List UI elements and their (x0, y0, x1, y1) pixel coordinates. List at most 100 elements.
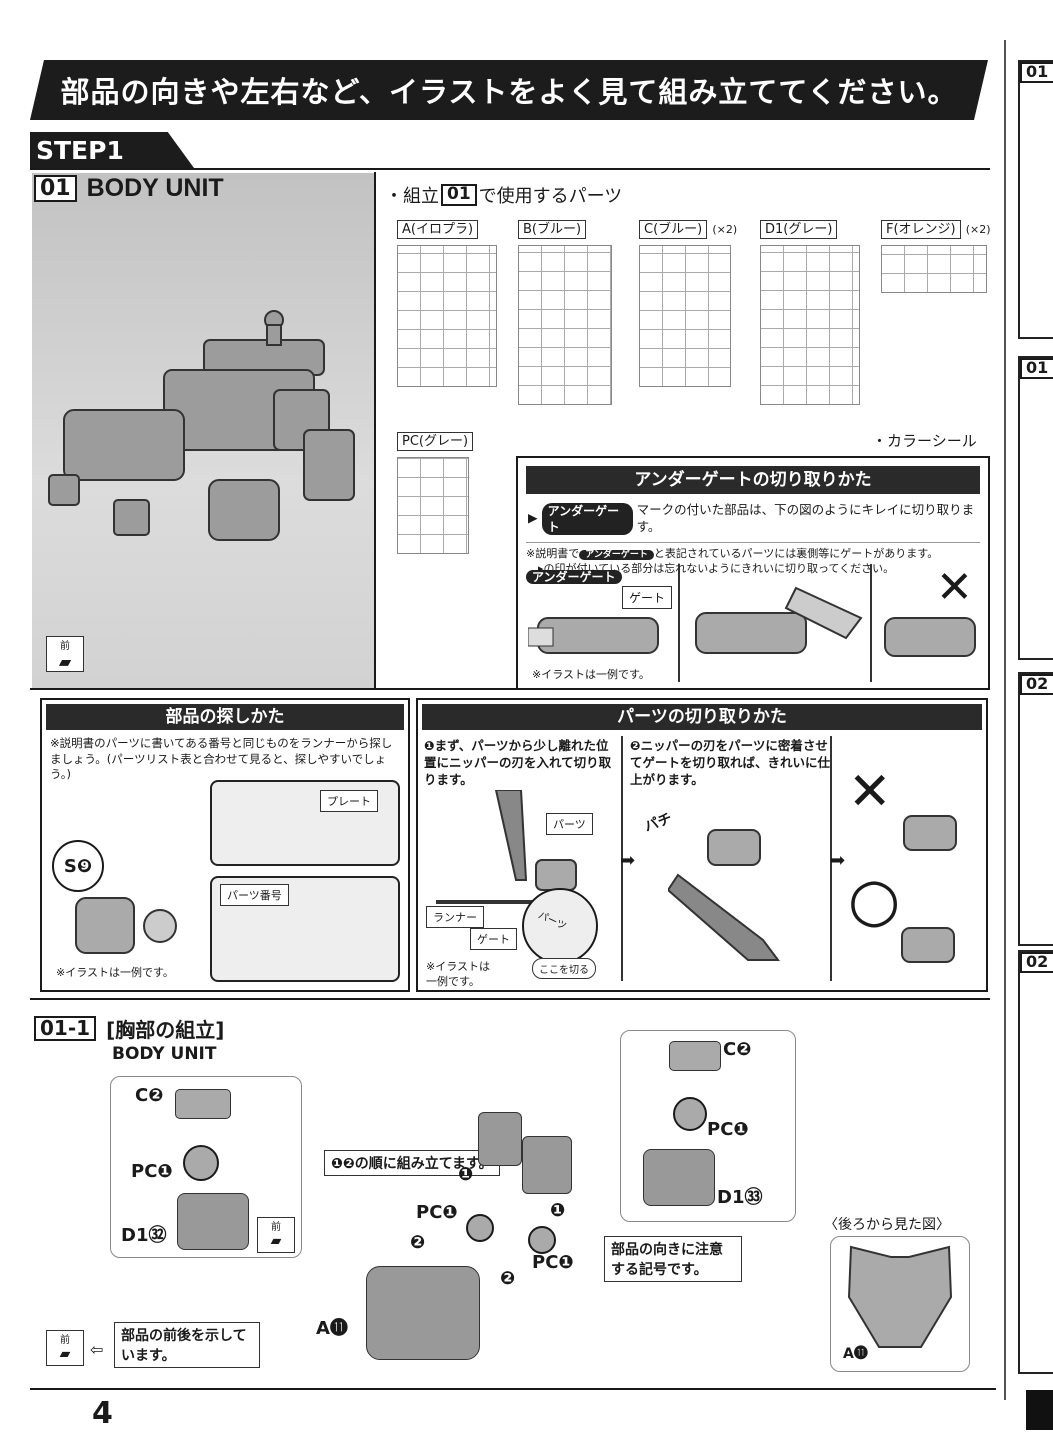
front-indicator-label: 前 (60, 641, 70, 652)
step-1-mark-b: ❶ (550, 1200, 566, 1221)
cut-good-mark: ○ (848, 865, 901, 935)
undergate-instruction: ▶ アンダーゲート マークの付いた部品は、下の図のようにキレイに切り取ります。 (518, 502, 988, 536)
parts-used-heading: ・組立 01 で使用するパーツ (385, 182, 622, 208)
runner-list: A(イロプラ) B(ブルー) C(ブルー) (×2) D1(グレー) F(オレン… (397, 218, 997, 405)
find-parts-panel: 部品の探しかた ※説明書のパーツに書いてある番号と同じものをランナーから探しまし… (40, 698, 410, 992)
find-parts-example-note: ※イラストは一例です。 (56, 966, 174, 979)
cut-parts-label: パーツ (546, 813, 593, 835)
runner-f-qty: (×2) (965, 223, 991, 236)
step-label: STEP1 (30, 132, 194, 168)
a11-body-part (366, 1266, 480, 1360)
left-c-label: C❷ (135, 1085, 164, 1106)
find-parts-title: 部品の探しかた (46, 704, 404, 730)
body-unit-illustration (44, 300, 364, 550)
section-01-1-title: [胸部の組立] (106, 1018, 225, 1042)
cut-step-2-illustration (666, 820, 828, 970)
cut-step-2: ❷ニッパーの刃をパーツに密着させてゲートを切り取れば、きれいに仕上がります。 (630, 738, 831, 787)
undergate-note-c: ▸の印が付いている部分は忘れないようにきれいに切り取ってください。 (538, 561, 895, 575)
section-01-number: 01 (34, 174, 77, 203)
cut-here-label: ここを切る (532, 958, 596, 979)
back-view-box: A⓫ (830, 1236, 970, 1372)
cut-good-illustration (896, 920, 966, 968)
cut-bad-illustration (898, 808, 968, 856)
next-page-tab-2: 01 (1020, 358, 1053, 379)
runner-c-image (639, 245, 731, 387)
next-page-edge-1: 01 (1018, 60, 1053, 339)
find-parts-number-zoom: パーツ番号 (210, 876, 400, 982)
runner-d1-image (760, 245, 860, 405)
left-pc-label: PC❶ (131, 1161, 173, 1182)
next-page-tab-4: 02 (1020, 952, 1053, 973)
cut-step-1: ❶まず、パーツから少し離れた位置にニッパーの刃を入れて切り取ります。 (424, 738, 612, 787)
cut-bad-mark: ✕ (848, 762, 892, 822)
left-front-icon: 前▰ (257, 1217, 295, 1253)
runner-c-label: C(ブルー) (639, 220, 708, 239)
undergate-illustration-3 (880, 608, 980, 663)
next-page-edge-3: 02 (1018, 672, 1053, 946)
runner-a: A(イロプラ) (397, 218, 512, 387)
undergate-illustration-1 (527, 603, 668, 663)
column-divider (1004, 40, 1006, 1400)
panel-divider (374, 172, 376, 688)
right-c-label: C❷ (723, 1039, 752, 1060)
page-banner: 部品の向きや左右など、イラストをよく見て組み立ててください。 (30, 60, 988, 120)
right-pc-label: PC❶ (707, 1119, 749, 1140)
cut-gate-label: ゲート (470, 928, 517, 950)
undergate-wrong-mark: ✕ (936, 562, 973, 613)
undergate-example-mark: アンダーゲート (526, 570, 622, 584)
part-code-callout: S❾ (52, 840, 104, 892)
parts-used-number: 01 (441, 184, 477, 206)
undergate-illustration-2 (686, 578, 866, 663)
runner-f-image (881, 245, 987, 293)
cut-detail-zoom: パーツ (522, 888, 598, 964)
cut-parts-title: パーツの切り取りかた (422, 704, 982, 730)
undergate-example-note: ※イラストは一例です。 (532, 668, 650, 681)
back-view-title: 〈後ろから見た図〉 (824, 1217, 950, 1233)
runner-pc-image (397, 457, 469, 554)
parts-used-prefix: ・組立 (385, 186, 439, 207)
next-page-tab-3: 02 (1020, 674, 1053, 695)
section-01-header: 01 BODY UNIT (34, 174, 224, 203)
find-parts-part-illustration (72, 886, 182, 956)
right-d-label: D1㉝ (717, 1187, 763, 1208)
shoulder-part-right (522, 1136, 572, 1194)
undergate-line1: マークの付いた部品は、下の図のようにキレイに切り取ります。 (636, 502, 975, 534)
runner-a-image (397, 245, 497, 387)
cut-example-note: ※イラストは一例です。 (426, 960, 490, 988)
next-page-edge-2: 01 (1018, 356, 1053, 660)
undergate-note: ※説明書でアンダーゲートと表記されているパーツには裏側等にゲートがあります。 ▸… (526, 541, 980, 577)
runner-f: F(オレンジ) (×2) (881, 218, 997, 293)
undergate-example-badge: アンダーゲート (526, 566, 622, 585)
right-subassembly: C❷ PC❶ D1㉝ (620, 1030, 796, 1222)
runner-c-qty: (×2) (712, 223, 738, 236)
parts-used-suffix: で使用するパーツ (478, 186, 623, 207)
front-back-icon: 前▰ (46, 1330, 84, 1366)
front-indicator-icon: 前 ▰ (46, 636, 84, 672)
next-page-footer-block (1026, 1390, 1053, 1430)
order-note: ❶❷の順に組み立てます。 (324, 1150, 500, 1176)
part-number-label: パーツ番号 (220, 884, 289, 906)
banner-title: 部品の向きや左右など、イラストをよく見て組み立ててください。 (60, 75, 958, 109)
undergate-note-a: ※説明書で (526, 546, 580, 560)
front-back-note: 部品の前後を示しています。 (114, 1322, 260, 1368)
next-page-edge-4: 02 (1018, 950, 1053, 1374)
undergate-note-b: と表記されているパーツには裏側等にゲートがあります。 (653, 546, 939, 560)
undergate-mark-badge: アンダーゲート (541, 502, 633, 536)
find-parts-note: ※説明書のパーツに書いてある番号と同じものをランナーから探しましょう。(パーツリ… (50, 736, 393, 782)
a11-label: A⓫ (316, 1318, 348, 1339)
back-view-label: A⓫ (843, 1346, 868, 1362)
left-subassembly: C❷ PC❶ D1㉜ 前▰ (110, 1076, 302, 1258)
runner-b: B(ブルー) (518, 218, 633, 405)
cut-runner-label: ランナー (426, 906, 484, 928)
runner-a-label: A(イロプラ) (397, 220, 479, 239)
step-1-mark-a: ❶ (458, 1164, 474, 1185)
plate-label: プレート (320, 790, 378, 812)
find-parts-plate-zoom: プレート (210, 780, 400, 866)
pc-b-label: PC❶ (532, 1252, 574, 1273)
cut-step-1-illustration (436, 789, 606, 940)
section-01-1-subtitle: BODY UNIT (112, 1044, 217, 1064)
runner-b-image (518, 245, 612, 405)
section-01-1-header: 01-1 [胸部の組立] (34, 1014, 224, 1043)
section-01-title: BODY UNIT (86, 174, 224, 202)
section-01-1-number: 01-1 (34, 1016, 97, 1041)
